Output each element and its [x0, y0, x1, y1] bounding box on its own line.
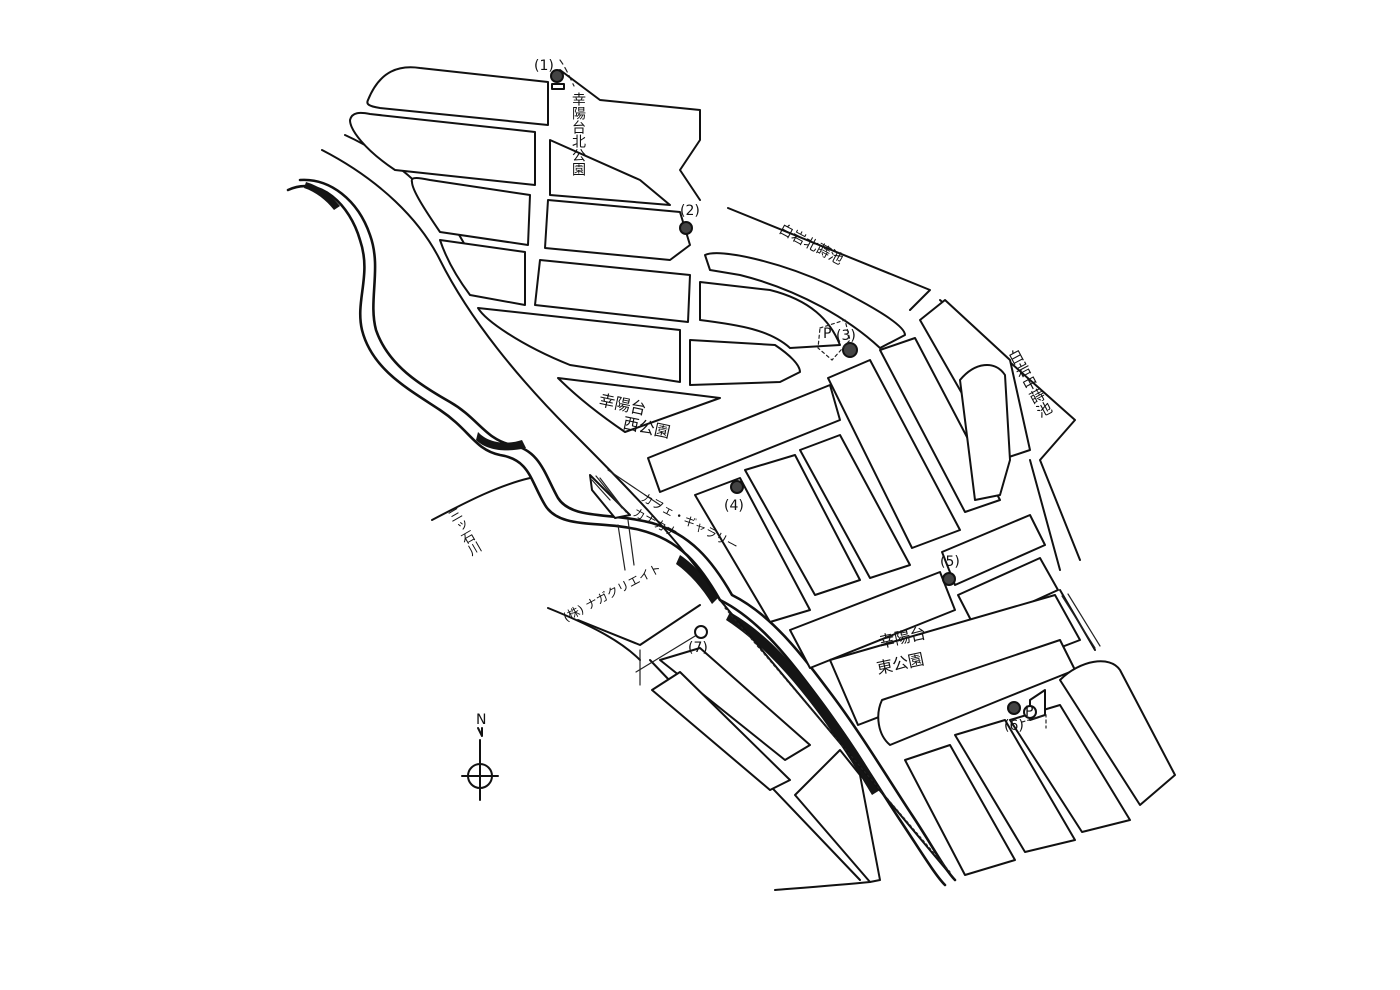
marker-label-4: (4) — [724, 498, 744, 514]
block — [699, 281, 841, 349]
company-label: (株) ナガクリエイト — [560, 560, 663, 625]
location-marker-2 — [679, 221, 693, 235]
location-marker-1 — [550, 69, 564, 83]
marker-label-6: (6) — [1004, 718, 1024, 734]
city-blocks — [349, 66, 1176, 883]
block — [827, 359, 961, 549]
block — [694, 477, 811, 623]
block — [904, 744, 1016, 876]
block — [659, 647, 811, 761]
block — [651, 671, 791, 791]
block — [959, 364, 1011, 501]
compass-north-label: N — [476, 712, 486, 728]
block — [879, 337, 1001, 513]
block — [794, 749, 881, 883]
parking-label: P — [823, 326, 831, 342]
block — [957, 557, 1059, 629]
block — [439, 239, 526, 306]
location-marker-5 — [942, 572, 956, 586]
block — [647, 384, 841, 493]
location-marker-3 — [842, 342, 858, 358]
block — [534, 259, 691, 323]
block — [789, 571, 956, 669]
block — [704, 252, 906, 349]
river-label: 三ッ石川 — [444, 506, 484, 559]
compass: N — [461, 712, 499, 801]
block — [744, 454, 861, 596]
block — [366, 66, 549, 126]
block — [349, 111, 536, 186]
block — [410, 177, 531, 246]
cafe-building — [589, 469, 661, 571]
block — [799, 434, 911, 579]
block — [1059, 660, 1176, 806]
block — [877, 639, 1076, 746]
block — [544, 199, 691, 261]
marker-label-1: (1) — [534, 58, 554, 74]
block — [549, 139, 671, 206]
marker-labels: (1) (2) (3) (4) (5) (6) (7) — [534, 58, 1024, 734]
tributary — [431, 59, 641, 661]
block — [954, 719, 1076, 853]
marker-label-5: (5) — [940, 554, 960, 570]
north-pond-label: 白岩北蒔池 — [776, 221, 845, 268]
marker-label-3: (3) — [836, 328, 856, 344]
rail-strip — [724, 593, 1101, 873]
marker-label-7: (7) — [688, 640, 708, 656]
parking-circle-label: P — [1025, 704, 1033, 720]
location-marker-6 — [1007, 701, 1021, 715]
marker-label-2: (2) — [680, 203, 700, 219]
west-park-block — [557, 377, 721, 433]
parking-circle-icon — [1023, 705, 1037, 719]
markers — [550, 69, 1021, 715]
marker-1-sign — [551, 83, 565, 90]
block — [689, 339, 801, 386]
location-marker-7 — [694, 625, 708, 639]
location-marker-4 — [730, 480, 744, 494]
block — [477, 307, 681, 383]
river — [286, 178, 957, 887]
parking: P P — [817, 319, 1047, 729]
north-park-label: 幸陽台北公園 — [570, 92, 586, 176]
east-park-block — [829, 594, 1081, 726]
